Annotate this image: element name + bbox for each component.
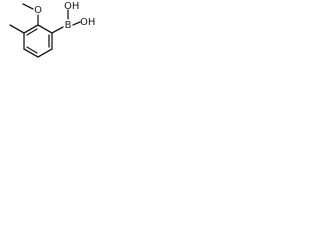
- bond-ring-methyl: [9, 24, 25, 34]
- ring-bond-3: [37, 48, 53, 58]
- ring-double-bond-2: [26, 46, 38, 54]
- ring-bond-4: [23, 48, 39, 58]
- atom-label-boron: B: [65, 20, 72, 31]
- ring-double-bond-3: [26, 28, 38, 36]
- ring-bond-1: [37, 24, 53, 34]
- bond-boron-oh-right: [72, 21, 81, 26]
- bond-ring-boron: [51, 26, 64, 34]
- molecule-structure: O B OH OH: [9, 1, 95, 58]
- benzene-ring: [23, 24, 53, 58]
- atom-label-oxygen: O: [34, 5, 42, 16]
- atom-label-hydroxyl-bottom: OH: [80, 17, 95, 28]
- ring-bond-6: [23, 24, 39, 34]
- bond-oxygen-methyl: [22, 3, 34, 10]
- atom-label-hydroxyl-top: OH: [64, 1, 79, 12]
